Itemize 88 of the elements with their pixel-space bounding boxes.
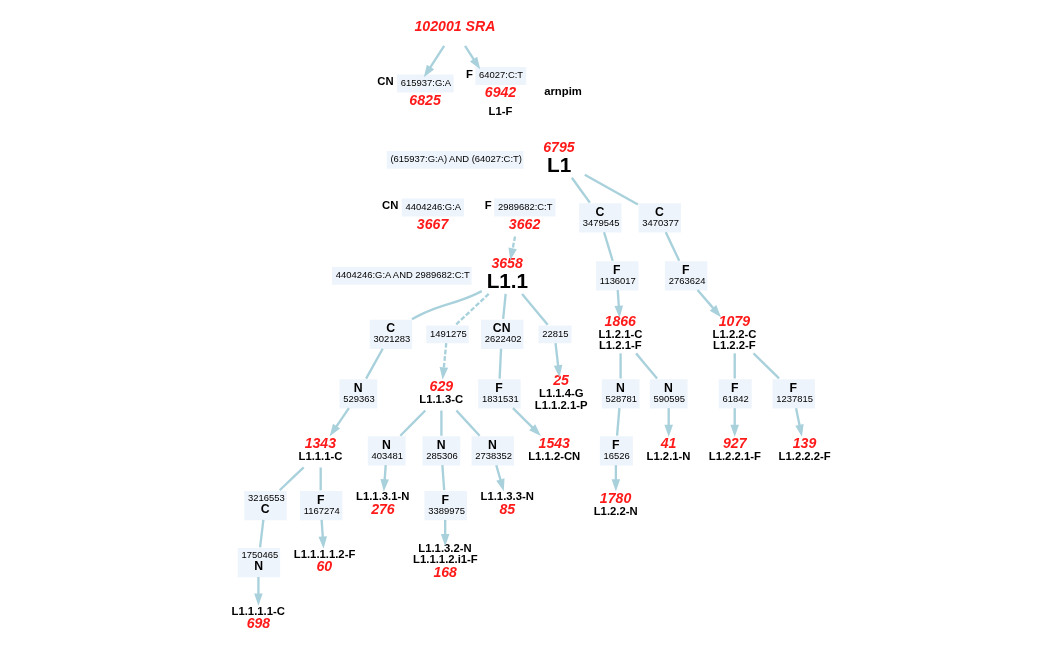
connector xyxy=(364,348,384,380)
node-box: N 2738352 xyxy=(471,436,514,466)
connector xyxy=(410,290,482,321)
node-box: N 529363 xyxy=(339,379,377,409)
node-box: 1491275 xyxy=(425,325,469,344)
node-box: F 1831531 xyxy=(477,379,521,409)
node-box: 1750465 N xyxy=(237,548,280,578)
node-label: CN xyxy=(376,75,394,88)
node-text: 1343 L1.1.1-C xyxy=(298,435,342,462)
connector xyxy=(615,408,621,436)
arrow xyxy=(317,519,327,549)
node-box: 3216553 C xyxy=(243,490,287,521)
node-label: 3667 xyxy=(416,215,448,232)
connector xyxy=(752,352,780,380)
node-box: F 2763624 xyxy=(664,261,707,291)
connector xyxy=(455,409,481,437)
arrow xyxy=(511,407,541,436)
connector xyxy=(398,409,426,437)
node-text: 139 L1.2.2.2-F xyxy=(778,435,831,462)
arrow xyxy=(423,45,445,78)
connector xyxy=(501,293,507,320)
node-label: L1-F xyxy=(488,104,512,117)
node-text: 6795 L1 xyxy=(542,139,575,176)
node-box: C 3479545 xyxy=(578,203,622,233)
label: arnpim xyxy=(543,85,582,98)
arrow xyxy=(508,236,517,261)
arrow xyxy=(794,407,804,437)
node-text: L1.1.1.1.2-F 60 xyxy=(293,547,355,575)
node-text: 1543 L1.1.2-CN xyxy=(527,435,580,462)
connector xyxy=(319,467,322,491)
connector xyxy=(258,519,265,548)
node-text: L1.1.1.1-C 698 xyxy=(231,604,285,632)
connector xyxy=(618,353,622,379)
node-text: 1780 L1.2.2-N xyxy=(593,489,638,517)
node-box: C 3021283 xyxy=(369,319,412,349)
node-box: N 590595 xyxy=(649,379,688,409)
arrow xyxy=(253,577,263,606)
node-label: CN xyxy=(381,199,398,212)
node-label: 3662 xyxy=(508,215,540,232)
node-box: 615937:G:A xyxy=(396,74,454,93)
connector xyxy=(454,293,489,326)
arrow xyxy=(463,45,480,70)
node-label: F xyxy=(484,199,492,212)
connector xyxy=(570,177,591,204)
node-text: L1.1.3.2-N L1.1.1.2.i1-F 168 xyxy=(412,541,478,580)
node-box: N 285306 xyxy=(422,436,460,466)
node-text: L1.1.3.3-N 85 xyxy=(480,490,534,518)
arrow xyxy=(553,342,562,378)
connector xyxy=(733,353,736,379)
node-label: F xyxy=(465,67,473,80)
node-box: 22815 xyxy=(538,325,572,344)
node-text: 927 L1.2.2.1-F xyxy=(708,435,761,462)
arrow xyxy=(379,465,389,492)
arrow xyxy=(614,289,623,319)
connector xyxy=(439,410,443,436)
connector xyxy=(520,293,549,326)
node-label: 6825 xyxy=(408,91,441,108)
arrow xyxy=(439,342,448,380)
node-box: 64027:C:T xyxy=(474,67,526,85)
node-label: 6942 xyxy=(484,84,516,101)
node-box: CN 2622402 xyxy=(480,319,523,349)
node-text: 102001 SRA xyxy=(414,18,495,35)
node-box: F 61842 xyxy=(718,379,752,409)
node-box: F 16526 xyxy=(599,436,633,466)
node-box: C 3470377 xyxy=(638,203,681,233)
node-text: 25 L1.1.4-G L1.1.2.1-P xyxy=(534,372,588,411)
node-box: N 528781 xyxy=(601,379,639,409)
node-text: 41 L1.2.1-N xyxy=(646,435,690,462)
connector xyxy=(583,173,638,206)
connector xyxy=(278,466,304,492)
node-text: 1079 L1.2.2-C L1.2.2-F xyxy=(712,312,757,352)
arrow xyxy=(329,407,350,437)
connector xyxy=(634,352,658,380)
arrow xyxy=(494,464,505,492)
node-box: F 3389975 xyxy=(423,490,467,521)
connector xyxy=(440,465,445,491)
node-box: F 1237815 xyxy=(771,379,815,409)
arrow xyxy=(696,289,721,318)
node-text: 3658 L1.1 xyxy=(486,255,528,292)
node-text: 629 L1.1.3-C xyxy=(418,377,463,405)
node-text: 1866 L1.2.1-C L1.2.1-F xyxy=(597,312,642,352)
node-box: N 403481 xyxy=(367,436,406,466)
node-box: F 1167274 xyxy=(299,490,342,521)
node-text: L1.1.3.1-N 276 xyxy=(355,490,409,518)
connector xyxy=(602,231,614,262)
node-box: F 1136017 xyxy=(595,261,638,291)
connector xyxy=(664,231,680,262)
connector xyxy=(497,348,502,379)
